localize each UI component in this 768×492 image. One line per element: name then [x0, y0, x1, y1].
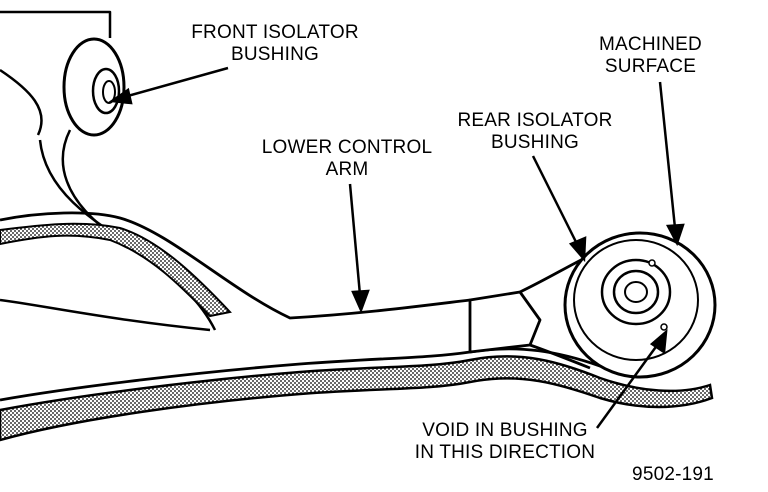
- lower-control-arm-label-line2: ARM: [325, 159, 369, 180]
- arm-flange-shading: [0, 355, 714, 442]
- front-isolator-label: FRONT ISOLATOR BUSHING: [185, 22, 365, 66]
- front-isolator-bushing: [62, 37, 126, 137]
- control-arm-leader: [348, 183, 362, 296]
- rear-isolator-label-line1: REAR ISOLATOR: [457, 110, 613, 131]
- machined-surface-label-line2: SURFACE: [604, 56, 697, 77]
- void-in-bushing-label-line1: VOID IN BUSHING: [422, 420, 588, 441]
- lower-control-arm-label: LOWER CONTROL ARM: [252, 137, 442, 181]
- rear-isolator-label-line2: BUSHING: [491, 132, 579, 153]
- lower-control-arm-label-line1: LOWER CONTROL: [261, 137, 433, 158]
- machined-surface-label-line1: MACHINED: [599, 34, 702, 55]
- control-arm-arrowhead: [351, 289, 370, 314]
- rear-bushing-arrowhead: [568, 236, 587, 263]
- rear-isolator-bushing: [563, 231, 717, 379]
- void-direction-leader: [595, 343, 660, 429]
- front-bushing-leader: [123, 66, 229, 99]
- rear-isolator-label: REAR ISOLATOR BUSHING: [450, 110, 620, 154]
- void-in-bushing-label: VOID IN BUSHING IN THIS DIRECTION: [405, 420, 605, 464]
- front-isolator-label-line1: FRONT ISOLATOR: [191, 22, 359, 43]
- void-direction-arrowhead: [649, 329, 668, 355]
- machined-surface-leader: [658, 81, 677, 229]
- void-in-bushing-label-line2: IN THIS DIRECTION: [414, 442, 596, 463]
- leader-arrows: [108, 66, 685, 429]
- machined-surface-arrowhead: [665, 223, 685, 247]
- figure-number: 9502-191: [632, 464, 714, 485]
- machined-surface-label: MACHINED SURFACE: [588, 34, 713, 78]
- rear-bushing-leader: [531, 155, 580, 247]
- arm-upper-shading: [0, 222, 232, 318]
- vehicle-frame: [0, 10, 211, 332]
- front-isolator-label-line2: BUSHING: [231, 44, 319, 65]
- front-bushing-arrowhead: [108, 87, 133, 105]
